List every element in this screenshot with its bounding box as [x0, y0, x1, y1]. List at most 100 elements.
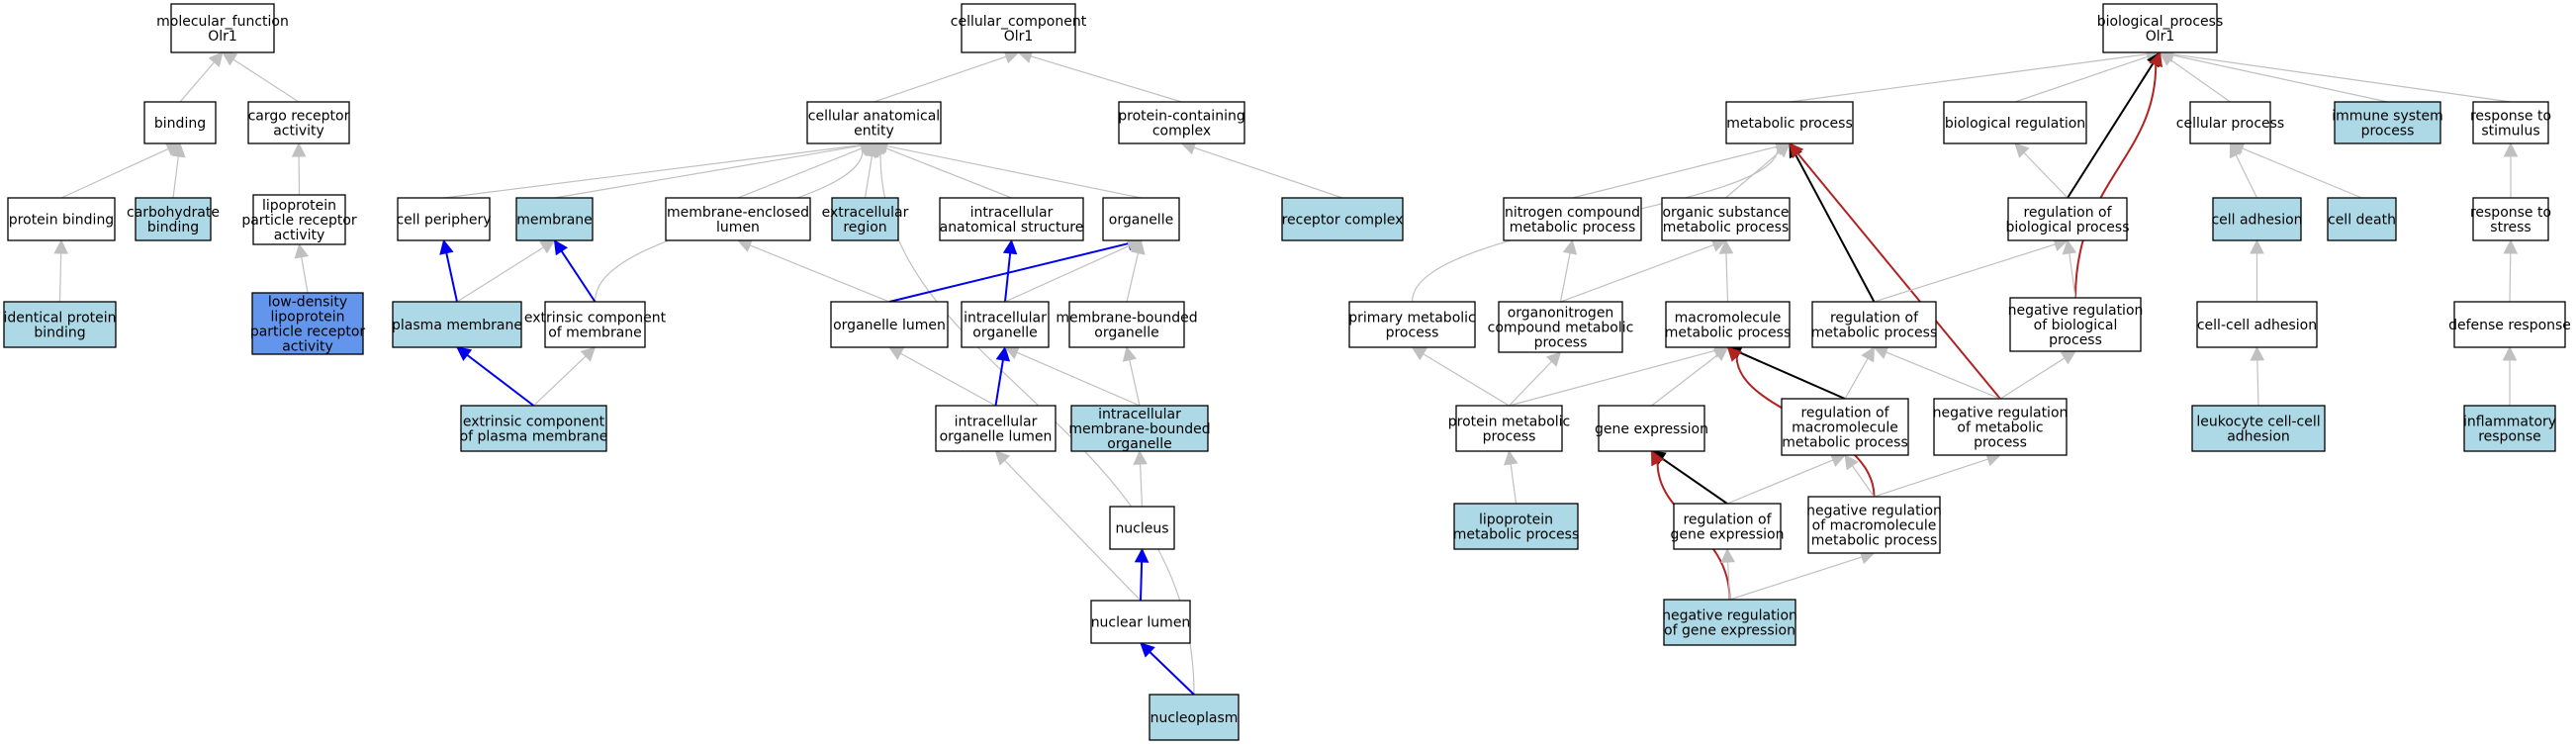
edge-negregmet-to-metab: [1796, 152, 2001, 400]
edge-cae-to-cc: [874, 55, 1007, 103]
edge-cargo-to-mf: [232, 58, 300, 103]
edge-intorg-to-ias: [1004, 252, 1012, 303]
arrowhead-nuclumen-to-iol: [994, 450, 1011, 466]
node-label-line: lumen: [716, 220, 760, 235]
arrowhead-organonit-to-nitro: [1562, 238, 1578, 255]
go-node-celladh[interactable]: cell adhesion: [2211, 197, 2303, 241]
go-node-cellper[interactable]: cell periphery: [396, 197, 492, 241]
node-label-line: Olr1: [2146, 29, 2175, 45]
node-label-line: of plasma membrane: [460, 429, 608, 445]
edge-regmacro-to-macromet: [1738, 351, 1846, 400]
arrowhead-leuko-to-cca: [2250, 345, 2265, 361]
go-node-bioreg[interactable]: biological regulation: [1943, 101, 2087, 144]
node-label-line: particle receptor: [250, 325, 366, 340]
go-node-plasmam[interactable]: plasma membrane: [392, 301, 522, 348]
edge-organonit-to-orgsub: [1560, 243, 1714, 303]
node-label-line: molecular_function: [156, 14, 289, 30]
node-box: [397, 197, 491, 241]
node-label-line: compound metabolic: [1488, 321, 1634, 336]
go-node-nucleoplasm[interactable]: nucleoplasm: [1149, 694, 1240, 741]
node-box: [1453, 503, 1579, 550]
node-label-line: metabolic process: [1663, 220, 1790, 235]
go-node-cellproc[interactable]: cellular process: [2176, 101, 2284, 144]
edge-reggene-to-regmacro: [1726, 459, 1834, 505]
node-box: [1503, 197, 1642, 241]
go-node-reccplx[interactable]: receptor complex: [1281, 197, 1404, 241]
arrowhead-lipomet-to-protmet: [1504, 449, 1518, 466]
edge-organonit-to-nitro: [1559, 252, 1571, 303]
go-node-geneexp[interactable]: gene expression: [1595, 405, 1708, 452]
node-box: [1070, 405, 1209, 452]
node-label-line: lipoprotein: [271, 310, 345, 326]
node-box: [2007, 197, 2128, 241]
go-node-orglumen[interactable]: organelle lumen: [830, 301, 949, 348]
go-node-metab[interactable]: metabolic process: [1725, 101, 1854, 144]
node-label-line: organelle: [972, 326, 1037, 341]
node-box: [1811, 301, 1937, 348]
arrowhead-mbo-to-organelle: [1131, 238, 1146, 255]
go-node-binding[interactable]: binding: [143, 101, 217, 144]
edge-nucleus-to-imbo: [1139, 463, 1144, 508]
node-label-line: response to: [2470, 205, 2551, 221]
edge-iol-to-intorg: [994, 359, 1004, 407]
node-box: [1598, 405, 1705, 452]
arrowhead-lipo_rec-to-cargo: [291, 141, 307, 157]
go-node-protbind[interactable]: protein binding: [7, 197, 116, 241]
node-label-line: protein metabolic: [1448, 415, 1570, 430]
node-label-line: region: [843, 220, 886, 235]
go-node-membrane[interactable]: membrane: [515, 197, 594, 241]
go-node-defense[interactable]: defense response: [2448, 301, 2571, 348]
node-box: [1109, 506, 1175, 550]
go-node-cca[interactable]: cell-cell adhesion: [2196, 301, 2318, 348]
go-node-nuclumen[interactable]: nuclear lumen: [1090, 600, 1191, 644]
go-node-celldeath[interactable]: cell death: [2327, 197, 2397, 241]
node-box: [939, 197, 1084, 241]
node-label-line: of gene expression: [1664, 623, 1795, 639]
go-node-organelle[interactable]: organelle: [1102, 197, 1180, 241]
node-label-line: biological_process: [2097, 14, 2224, 30]
node-label-line: macromolecule: [1792, 420, 1898, 436]
go-node-nucleus[interactable]: nucleus: [1109, 506, 1175, 550]
edge-nuclumen-to-iol: [1004, 459, 1142, 602]
